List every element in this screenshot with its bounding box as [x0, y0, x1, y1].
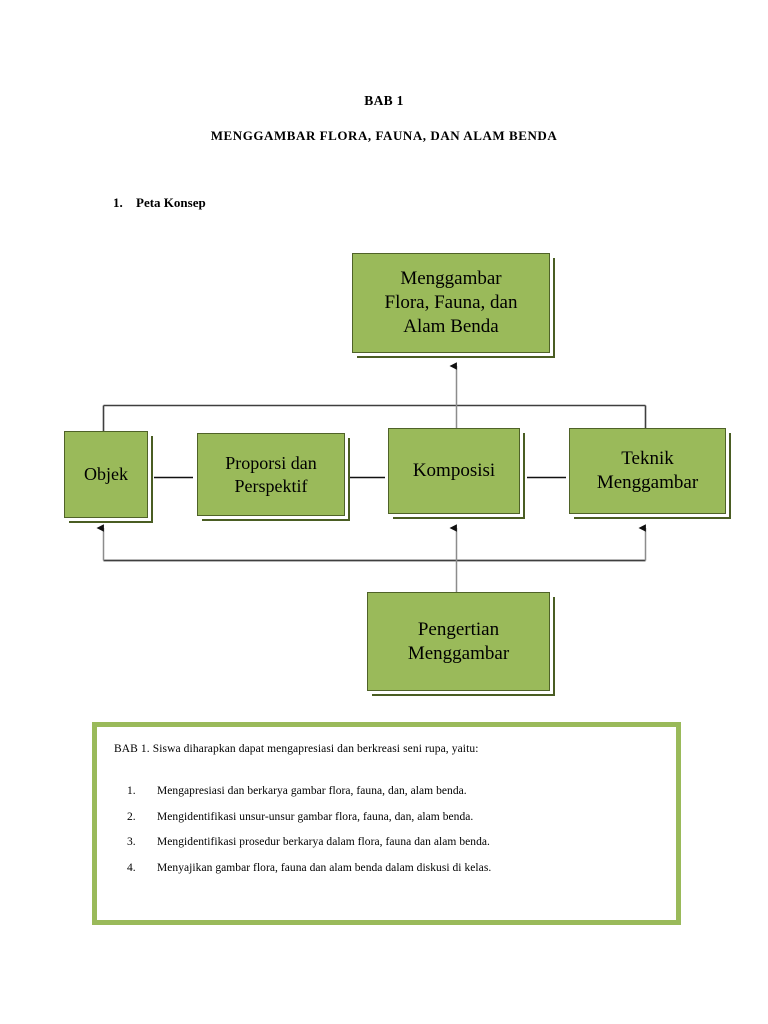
- concept-node-objek[interactable]: Objek: [64, 431, 148, 518]
- list-item: 3. Mengidentifikasi prosedur berkarya da…: [127, 836, 657, 848]
- list-item-number: 1.: [127, 785, 136, 797]
- concept-node-label: Objek: [84, 464, 128, 485]
- section-title: Peta Konsep: [136, 195, 206, 210]
- list-item-text: Mengapresiasi dan berkarya gambar flora,…: [157, 785, 467, 797]
- list-item: 4. Menyajikan gambar flora, fauna dan al…: [127, 862, 657, 874]
- page-subtitle: MENGGAMBAR FLORA, FAUNA, DAN ALAM BENDA: [210, 128, 558, 143]
- learning-outcomes-intro: BAB 1. Siswa diharapkan dapat mengapresi…: [114, 743, 479, 755]
- concept-node-komposisi[interactable]: Komposisi: [388, 428, 520, 514]
- list-item-number: 2.: [127, 810, 136, 823]
- list-item: 2. Mengidentifikasi unsur-unsur gambar f…: [127, 811, 657, 823]
- concept-node-label: Komposisi: [412, 460, 496, 482]
- page-title: BAB 1: [364, 93, 404, 108]
- list-item-number: 3.: [127, 836, 136, 848]
- list-item-text: Mengidentifikasi prosedur berkarya dalam…: [157, 836, 490, 848]
- list-item-number: 4.: [127, 861, 136, 874]
- learning-outcomes-box: BAB 1. Siswa diharapkan dapat mengapresi…: [92, 722, 681, 925]
- list-item-text: Mengidentifikasi unsur-unsur gambar flor…: [157, 810, 474, 823]
- list-item-text: Menyajikan gambar flora, fauna dan alam …: [157, 861, 492, 874]
- list-item: 1. Mengapresiasi dan berkarya gambar flo…: [127, 785, 657, 797]
- section-heading: 1. Peta Konsep: [113, 195, 206, 211]
- learning-outcomes-list: 1. Mengapresiasi dan berkarya gambar flo…: [127, 785, 657, 887]
- section-number: 1.: [113, 195, 123, 210]
